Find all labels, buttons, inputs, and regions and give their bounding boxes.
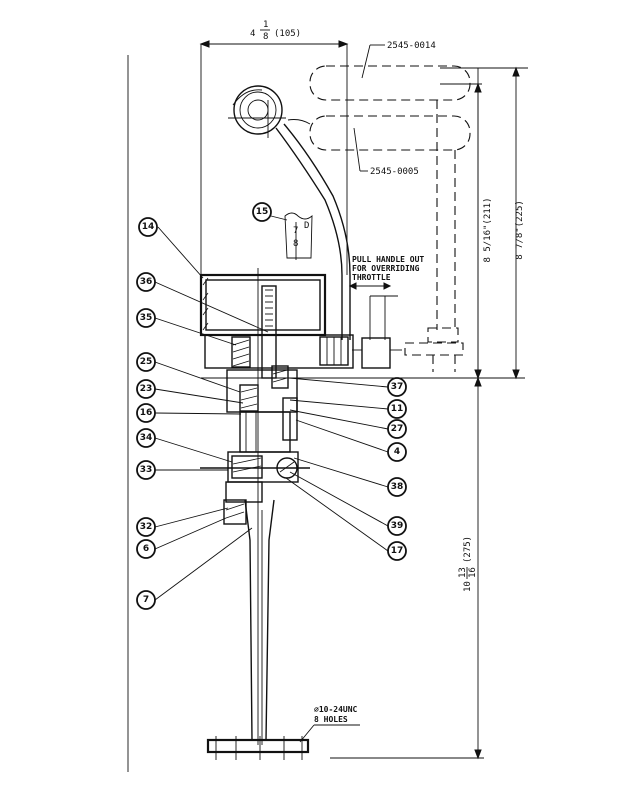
part-number-lower: 2545-0005 bbox=[370, 167, 419, 177]
callout-38: 38 bbox=[387, 477, 407, 497]
detail-15: 7 8 D bbox=[270, 212, 313, 260]
height-total-upper: 8 7/8"(225) bbox=[515, 200, 525, 260]
top-width-whole: 4 bbox=[250, 29, 255, 39]
svg-text:15: 15 bbox=[256, 207, 269, 217]
callout-36: 36 bbox=[136, 272, 156, 292]
svg-text:34: 34 bbox=[140, 433, 153, 443]
svg-text:6: 6 bbox=[143, 544, 149, 554]
svg-text:36: 36 bbox=[140, 277, 153, 287]
holes-note-line-1: ⌀10-24UNC bbox=[314, 705, 358, 714]
svg-text:11: 11 bbox=[391, 404, 404, 414]
right-dimensions: 8 7/8"(225) 8 5/16"(211) 10 13 16 (275) bbox=[330, 66, 528, 760]
height-lower-num: 13 bbox=[458, 567, 468, 578]
callout-39: 39 bbox=[387, 516, 407, 536]
height-lower-whole: 10 bbox=[463, 581, 473, 592]
svg-text:4: 4 bbox=[394, 447, 400, 457]
svg-text:14: 14 bbox=[142, 222, 155, 232]
detail-15-letter: D bbox=[304, 221, 309, 231]
callout-4: 4 bbox=[387, 442, 407, 462]
callout-7: 7 bbox=[136, 590, 156, 610]
callout-17: 17 bbox=[387, 541, 407, 561]
callout-14: 14 bbox=[138, 217, 158, 237]
pull-note-line-1: PULL HANDLE OUT bbox=[352, 255, 424, 264]
pull-handle-note: PULL HANDLE OUT FOR OVERRIDING THROTTLE bbox=[348, 255, 424, 369]
svg-text:38: 38 bbox=[391, 482, 404, 492]
svg-text:23: 23 bbox=[140, 384, 153, 394]
height-lower-label: 10 13 16 (275) bbox=[458, 536, 478, 592]
callout-34: 34 bbox=[136, 428, 156, 448]
callout-15: 15 bbox=[252, 202, 272, 222]
pull-note-line-2: FOR OVERRIDING bbox=[352, 264, 420, 273]
top-width-den: 8 bbox=[263, 32, 268, 42]
frame-lines bbox=[127, 44, 525, 772]
housing-body bbox=[199, 268, 354, 745]
svg-text:27: 27 bbox=[391, 424, 404, 434]
callout-6: 6 bbox=[136, 539, 156, 559]
height-lower-den: 16 bbox=[468, 567, 478, 578]
callout-27: 27 bbox=[387, 419, 407, 439]
svg-text:17: 17 bbox=[391, 546, 404, 556]
callout-16: 16 bbox=[136, 403, 156, 423]
handle-phantom-positions bbox=[309, 65, 471, 372]
pull-note-line-3: THROTTLE bbox=[352, 273, 391, 282]
handle-assembly bbox=[228, 85, 351, 340]
callout-23: 23 bbox=[136, 379, 156, 399]
svg-text:7: 7 bbox=[143, 595, 149, 605]
callout-37: 37 bbox=[387, 377, 407, 397]
top-width-num: 1 bbox=[263, 20, 268, 30]
callout-35: 35 bbox=[136, 308, 156, 328]
callout-11: 11 bbox=[387, 399, 407, 419]
svg-text:35: 35 bbox=[140, 313, 153, 323]
part-number-labels: 2545-0014 2545-0005 bbox=[353, 41, 436, 177]
svg-text:33: 33 bbox=[140, 465, 153, 475]
part-number-upper: 2545-0014 bbox=[387, 41, 436, 51]
callout-32: 32 bbox=[136, 517, 156, 537]
callout-leaders bbox=[154, 226, 389, 601]
top-width-dimension: 4 1 8 (105) bbox=[199, 20, 349, 48]
svg-text:25: 25 bbox=[140, 357, 153, 367]
svg-text:39: 39 bbox=[391, 521, 404, 531]
callout-25: 25 bbox=[136, 352, 156, 372]
mounting-base: ⌀10-24UNC 8 HOLES bbox=[206, 705, 360, 760]
top-width-mm: (105) bbox=[274, 29, 301, 39]
height-upper: 8 5/16"(211) bbox=[483, 197, 493, 262]
height-lower-mm: (275) bbox=[463, 536, 473, 563]
svg-text:32: 32 bbox=[140, 522, 153, 532]
callout-33: 33 bbox=[136, 460, 156, 480]
holes-note-line-2: 8 HOLES bbox=[314, 715, 348, 724]
svg-text:16: 16 bbox=[140, 408, 153, 418]
svg-text:37: 37 bbox=[391, 382, 404, 392]
